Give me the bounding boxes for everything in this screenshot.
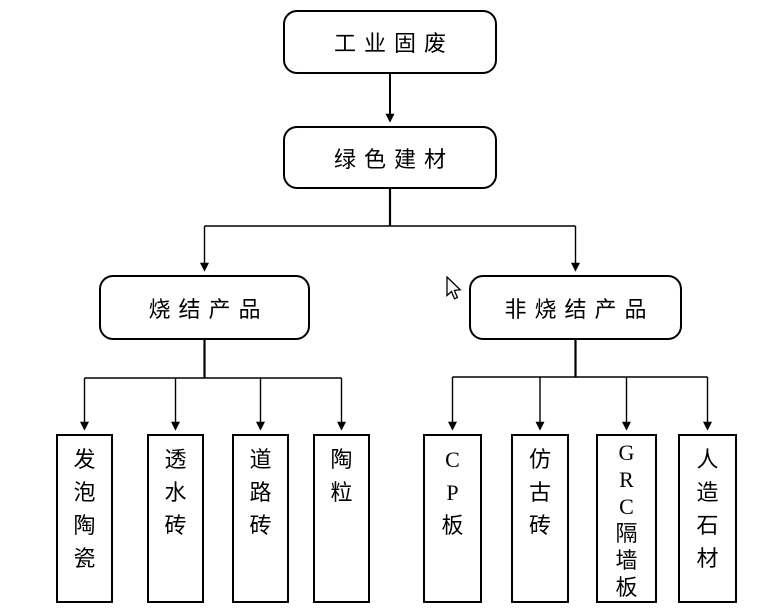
node-cp-board: CP板	[423, 434, 482, 603]
node-label: 非烧结产品	[504, 296, 655, 322]
node-label: CP板	[441, 447, 464, 538]
node-label: 工业固废	[333, 31, 454, 56]
node-label: 烧结产品	[148, 296, 269, 322]
node-label: 仿古砖	[528, 447, 551, 538]
node-label: 人造石材	[696, 447, 719, 571]
node-antique-brick: 仿古砖	[511, 434, 569, 603]
node-artificial-stone: 人造石材	[678, 434, 737, 603]
node-grc-partition-board: GRC隔墙板	[596, 434, 657, 603]
node-label: 透水砖	[164, 447, 187, 538]
node-label: 绿色建材	[333, 146, 454, 172]
node-label: 发泡陶瓷	[73, 447, 96, 571]
mouse-cursor-icon	[446, 276, 462, 300]
node-label: GRC隔墙板	[615, 440, 638, 600]
node-green-building-materials: 绿色建材	[283, 126, 497, 189]
node-sintered-products: 烧结产品	[99, 275, 310, 340]
node-non-sintered-products: 非烧结产品	[469, 275, 682, 340]
node-permeable-brick: 透水砖	[147, 434, 204, 603]
node-label: 道路砖	[249, 447, 272, 538]
node-foamed-ceramic: 发泡陶瓷	[56, 434, 113, 603]
node-label: 陶粒	[330, 447, 353, 505]
node-ceramsite: 陶粒	[313, 434, 370, 603]
node-industrial-solid-waste: 工业固废	[283, 10, 497, 74]
node-road-brick: 道路砖	[232, 434, 289, 603]
